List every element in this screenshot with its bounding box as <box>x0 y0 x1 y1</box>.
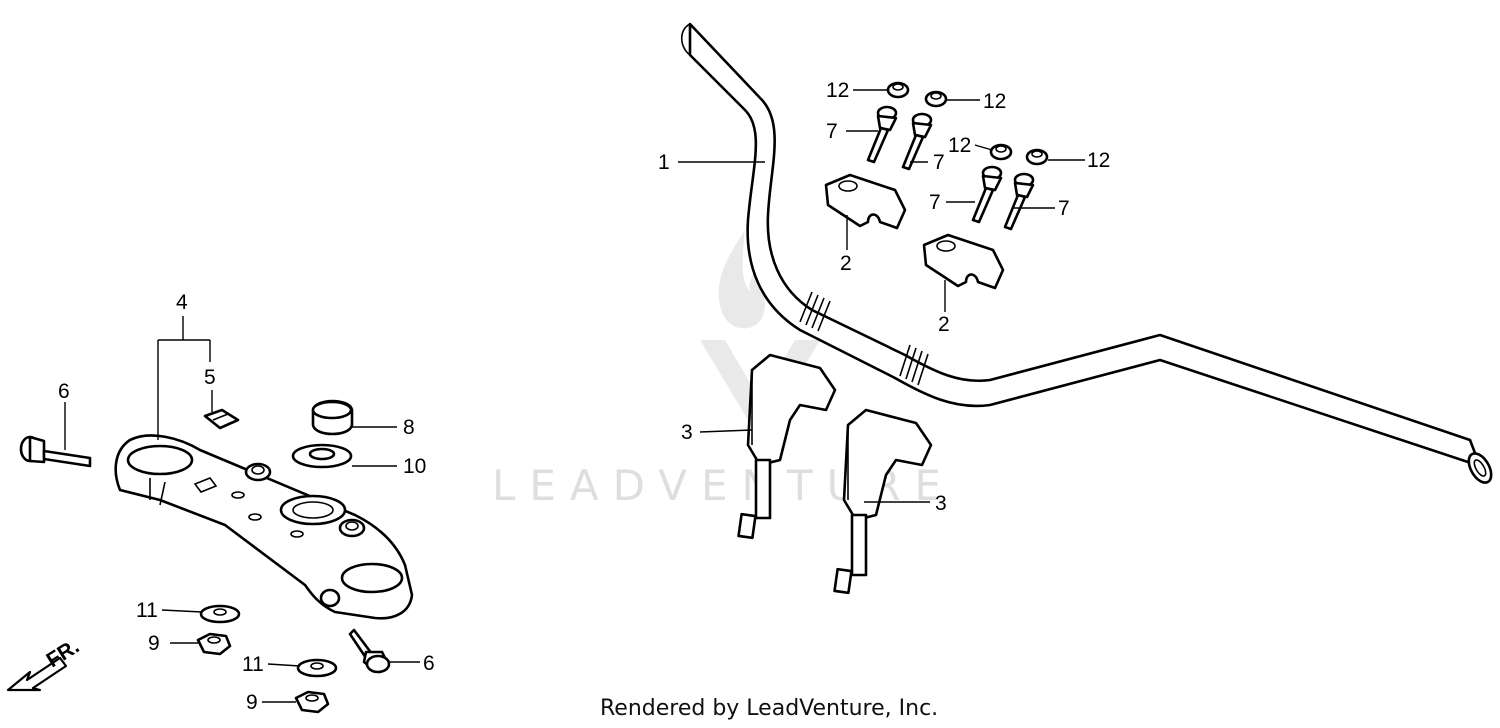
callout-7-a: 7 <box>826 120 838 143</box>
callout-8: 8 <box>403 416 415 439</box>
bolt-7d <box>1003 172 1035 231</box>
callout-4: 4 <box>176 291 188 314</box>
upper-holder-left <box>824 173 907 230</box>
bolt-7c <box>971 165 1003 224</box>
callout-6-upper: 6 <box>58 380 70 403</box>
callout-6-lower: 6 <box>423 652 435 675</box>
callout-2-right: 2 <box>938 313 950 336</box>
callout-11-upper: 11 <box>136 599 158 622</box>
callout-9-upper: 9 <box>148 632 160 655</box>
riser-left <box>737 353 837 540</box>
rendered-by-credit: Rendered by LeadVenture, Inc. <box>600 696 939 721</box>
washer-10 <box>291 443 353 469</box>
callout-12-c: 12 <box>948 134 971 157</box>
callout-7-b: 7 <box>933 151 945 174</box>
callout-12-b: 12 <box>983 90 1006 113</box>
cap-nut-8 <box>311 399 354 436</box>
callout-5: 5 <box>204 366 216 389</box>
callout-7-c: 7 <box>929 191 941 214</box>
callout-2-left: 2 <box>840 252 852 275</box>
front-arrow-icon <box>6 656 68 692</box>
callout-3-left: 3 <box>681 421 693 444</box>
handlebar <box>680 22 1493 484</box>
leader-lines <box>64 89 1085 703</box>
callout-1: 1 <box>658 151 670 174</box>
cap-12a <box>886 81 910 99</box>
cap-12b <box>924 90 948 108</box>
upper-holder-right <box>922 233 1005 290</box>
bolt-7a <box>866 105 898 164</box>
callout-7-d: 7 <box>1058 197 1070 220</box>
callout-12-a: 12 <box>826 79 849 102</box>
riser-right <box>833 408 933 595</box>
bolt-6b <box>348 628 391 674</box>
callout-3-right: 3 <box>935 492 947 515</box>
callout-10: 10 <box>403 455 426 478</box>
nut-9b <box>294 690 330 714</box>
washer-11a <box>199 604 241 624</box>
clip-part-5 <box>203 408 240 430</box>
callout-12-d: 12 <box>1087 149 1110 172</box>
bolt-6a <box>19 435 92 468</box>
callout-11-lower: 11 <box>242 653 264 676</box>
bolt-7b <box>901 112 933 171</box>
cap-12d <box>1025 148 1049 166</box>
cap-12c <box>989 143 1013 161</box>
nut-9a <box>196 632 232 656</box>
top-bridge <box>114 434 414 620</box>
callout-9-lower: 9 <box>246 691 258 714</box>
washer-11b <box>296 658 338 678</box>
